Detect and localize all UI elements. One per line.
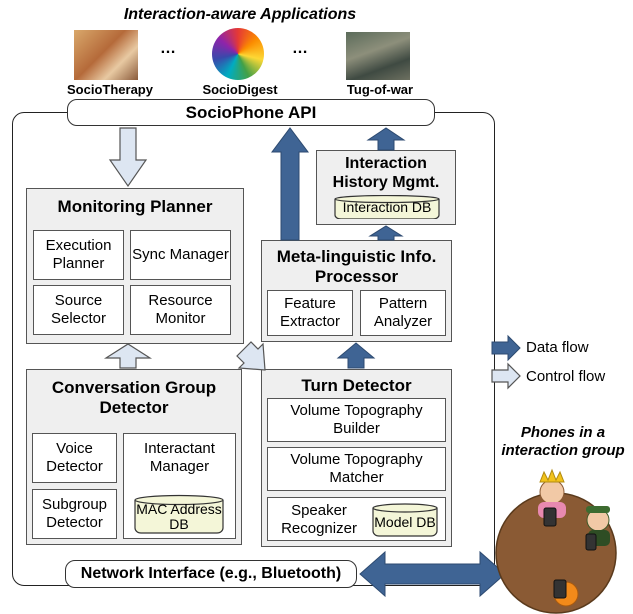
interaction-history-title: Interaction History Mgmt. — [332, 155, 440, 191]
voice-detector-box: Voice Detector — [32, 433, 117, 483]
applications-title: Interaction-aware Applications — [123, 6, 357, 23]
ellipsis-1: … — [160, 40, 176, 57]
meta-linguistic-title: Meta-linguistic Info. Processor — [276, 247, 437, 286]
phones-group-title: Phones in a interaction group — [501, 424, 625, 459]
sociophone-api-bar: SocioPhone API — [67, 99, 435, 126]
interactant-manager-label: Interactant Manager — [144, 440, 215, 475]
app-label-sociodigest: SocioDigest — [202, 82, 278, 97]
app-label-tug-of-war: Tug-of-war — [346, 82, 414, 97]
data-arrow-turn-to-meta — [336, 342, 376, 369]
speaker-recognizer-box: Speaker Recognizer Model DB — [267, 497, 446, 541]
speaker-recognizer-label: Speaker Recognizer — [281, 502, 357, 537]
control-arrow-conversation-to-planner — [103, 343, 153, 369]
data-arrow-network-phones — [359, 550, 506, 598]
data-arrow-history-to-api — [366, 127, 406, 151]
control-arrow-planner-to-turn — [236, 341, 266, 371]
data-arrow-meta-to-api — [271, 127, 309, 241]
app-label-sociotherapy: SocioTherapy — [67, 82, 153, 97]
legend-data-flow-icon — [491, 334, 521, 362]
model-db: Model DB — [370, 503, 440, 537]
volume-topography-builder-box: Volume Topography Builder — [267, 398, 446, 442]
source-selector-box: Source Selector — [33, 285, 124, 335]
resource-monitor-box: Resource Monitor — [130, 285, 231, 335]
legend-data-flow-label: Data flow — [526, 339, 589, 356]
interaction-history-box: Interaction History Mgmt. Interaction DB — [316, 150, 456, 225]
interaction-db: Interaction DB — [331, 195, 443, 219]
sync-manager-box: Sync Manager — [130, 230, 231, 280]
legend-control-flow-label: Control flow — [526, 368, 606, 385]
monitoring-planner-title: Monitoring Planner — [57, 197, 213, 216]
pattern-analyzer-box: Pattern Analyzer — [360, 290, 446, 336]
network-interface-bar: Network Interface (e.g., Bluetooth) — [65, 560, 357, 588]
conversation-group-title: Conversation Group Detector — [51, 378, 217, 417]
interactant-manager-box: Interactant Manager MAC Address DB — [123, 433, 236, 539]
tug-of-war-image — [346, 32, 410, 80]
turn-detector-title: Turn Detector — [301, 376, 412, 395]
execution-planner-box: Execution Planner — [33, 230, 124, 280]
subgroup-detector-box: Subgroup Detector — [32, 489, 117, 539]
control-arrow-api-to-planner — [108, 127, 148, 188]
data-arrow-meta-to-history — [368, 225, 404, 241]
volume-topography-matcher-box: Volume Topography Matcher — [267, 447, 446, 491]
sociodigest-image — [212, 28, 264, 80]
ellipsis-2: … — [292, 40, 308, 57]
sociotherapy-image — [74, 30, 138, 80]
legend-control-flow-icon — [491, 362, 521, 390]
feature-extractor-box: Feature Extractor — [267, 290, 353, 336]
mac-address-db: MAC Address DB — [132, 494, 226, 534]
person-queen-icon — [539, 479, 565, 505]
